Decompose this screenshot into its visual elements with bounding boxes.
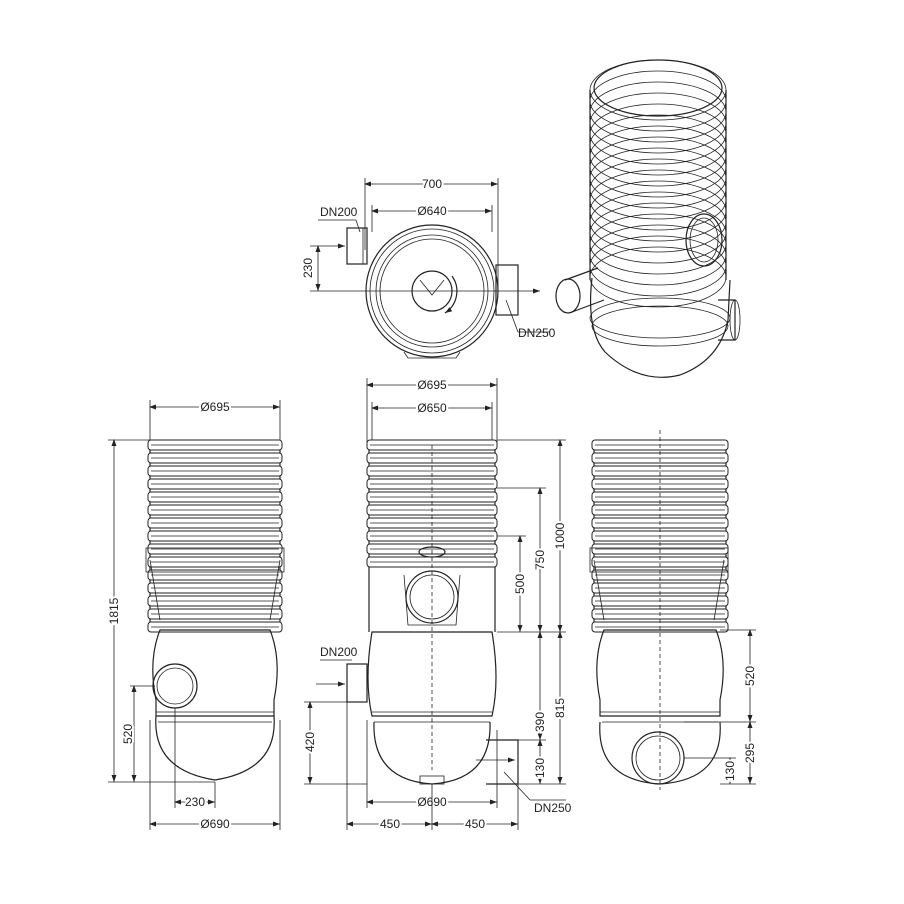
dim-label-750: 750 — [533, 550, 547, 570]
iso-outlet-pipe — [555, 278, 581, 314]
dim-label-815: 815 — [553, 698, 567, 718]
dim-label-230-top: 230 — [301, 258, 315, 278]
right-elevation-view: 520 295 130 — [589, 430, 759, 790]
iso-corrugation-ring — [589, 136, 727, 198]
middle-inlet-pipe — [346, 663, 368, 703]
dim-label-690-left: Ø690 — [200, 817, 230, 831]
middle-chamber-body — [367, 631, 497, 717]
iso-corrugation-ring — [589, 147, 727, 209]
iso-corrugation-ring — [589, 180, 727, 242]
left-corrugated-shaft — [147, 439, 283, 633]
left-elevation-view: Ø695 1815 520 230 Ø690 — [105, 398, 285, 833]
isometric-corrugation — [589, 59, 727, 308]
iso-corrugation-ring — [589, 169, 727, 231]
iso-corrugation-ring — [589, 81, 727, 143]
right-chamber-body — [596, 629, 724, 717]
dim-label-695-middle: Ø695 — [417, 378, 447, 392]
dim-label-295: 295 — [743, 743, 757, 763]
dim-label-1000: 1000 — [553, 522, 567, 549]
iso-corrugation-ring — [589, 103, 727, 165]
dim-label-1815: 1815 — [107, 597, 121, 624]
iso-inspection-port — [685, 213, 723, 267]
iso-corrugation-ring — [589, 125, 727, 187]
iso-corrugation-ring — [589, 213, 727, 275]
dim-label-640: Ø640 — [417, 204, 447, 218]
dim-label-450-right: 450 — [465, 817, 485, 831]
dim-label-420: 420 — [303, 732, 317, 752]
left-inlet-pipe — [152, 663, 198, 709]
dim-label-500: 500 — [513, 574, 527, 594]
dim-label-650-middle: Ø650 — [417, 401, 447, 415]
top-view: 700 Ø640 230 DN200 DN250 — [301, 175, 556, 359]
dim-label-230-left: 230 — [185, 795, 205, 809]
iso-corrugation-ring — [589, 191, 727, 253]
iso-corrugation-ring — [589, 224, 727, 286]
dim-label-520-left: 520 — [121, 724, 135, 744]
iso-top-opening — [593, 59, 723, 117]
dn200-label-top: DN200 — [320, 205, 358, 219]
left-dome-base — [155, 715, 275, 781]
isometric-view — [555, 59, 741, 378]
dim-label-130-right: 130 — [723, 761, 737, 781]
dim-label-390: 390 — [533, 712, 547, 732]
middle-elevation-view: Ø695 Ø650 DN200 DN250 — [301, 376, 572, 833]
dim-label-520-right: 520 — [743, 666, 757, 686]
right-outlet-pipe — [631, 731, 685, 785]
dim-label-695-left: Ø695 — [200, 400, 230, 414]
middle-outlet-pipe — [486, 739, 519, 785]
dn200-label-middle: DN200 — [320, 645, 358, 659]
iso-corrugation-ring — [589, 114, 727, 176]
iso-corrugation-ring — [589, 70, 727, 132]
iso-corrugation-ring — [589, 158, 727, 220]
dim-label-700: 700 — [422, 177, 442, 191]
dim-label-130-middle: 130 — [533, 758, 547, 778]
dn250-label-top: DN250 — [518, 326, 556, 340]
dn250-label-middle: DN250 — [534, 801, 572, 815]
dim-label-450-left: 450 — [380, 817, 400, 831]
left-chamber-body — [152, 629, 278, 717]
iso-corrugation-ring — [589, 92, 727, 154]
iso-corrugation-ring — [589, 202, 727, 264]
